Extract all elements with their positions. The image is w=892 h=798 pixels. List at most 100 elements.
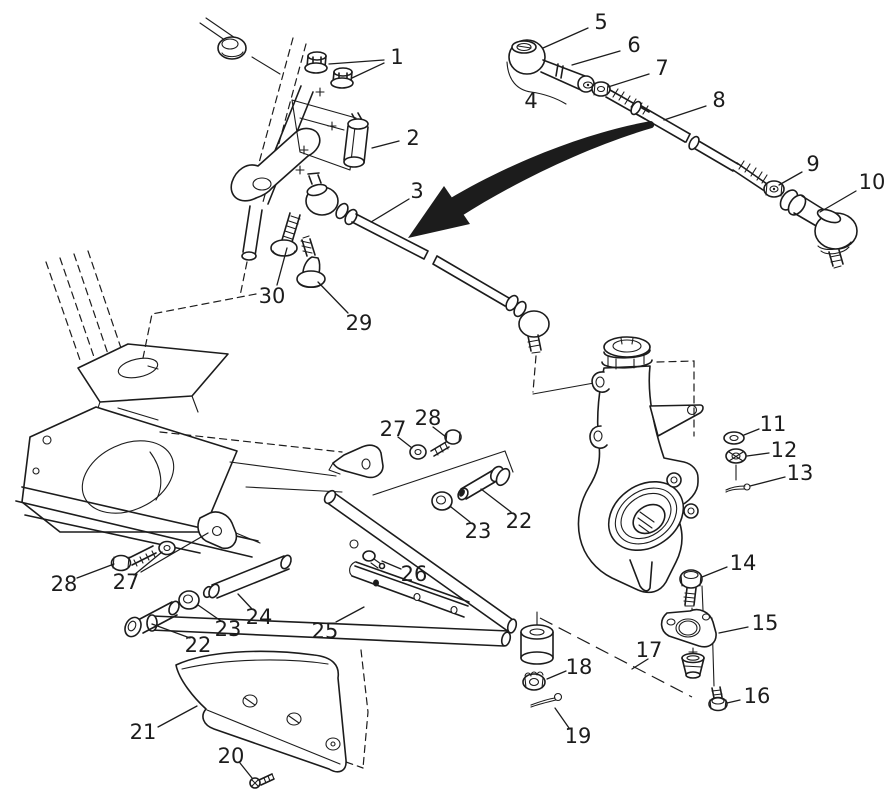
part-label-28-31: 28 (51, 572, 78, 596)
bolt-part28-upper (430, 429, 462, 457)
leader-line-part-13 (749, 476, 786, 487)
part-label-23-26: 23 (215, 617, 242, 641)
castle-nut-part18 (522, 671, 546, 691)
a-arm-front-tube (150, 615, 510, 647)
ball-stud-part29 (296, 235, 326, 289)
leader-line-part-20 (239, 762, 253, 779)
leader-line-part-8 (663, 105, 707, 121)
leader-line-part-21 (157, 705, 198, 728)
part-label-30-33: 30 (259, 284, 286, 308)
part-label-24-25: 24 (246, 605, 273, 629)
leader-line-part-7 (607, 73, 650, 88)
part-label-29-32: 29 (346, 311, 373, 335)
part-label-21-20: 21 (130, 720, 157, 744)
lock-nuts (304, 51, 354, 89)
leader-line-part-16 (726, 699, 741, 704)
bolt-part14 (679, 569, 703, 607)
part-label-3-2: 3 (410, 179, 423, 203)
leader-line-part-22 (480, 488, 512, 513)
washer-part27-lower (158, 540, 176, 556)
nut-part12 (725, 448, 747, 464)
leader-line-part-23 (450, 506, 471, 523)
part-label-9-8: 9 (806, 152, 819, 176)
cotter-pin-part19 (530, 692, 563, 708)
part-label-10-9: 10 (859, 170, 886, 194)
leader-line-part-12 (746, 452, 770, 457)
rear-pivot-parts (328, 429, 514, 511)
front-pivot-parts (110, 540, 292, 638)
part-label-12-11: 12 (771, 438, 798, 462)
part-label-8-7: 8 (712, 88, 725, 112)
part-label-27-23: 27 (380, 417, 407, 441)
part-label-28-24: 28 (415, 406, 442, 430)
leader-line-part-11 (743, 428, 760, 436)
ball-joint-hardware (539, 569, 728, 712)
washer-part27-upper (409, 444, 427, 460)
leader-line-part-22 (151, 623, 191, 639)
steering-arm (230, 127, 321, 202)
leader-line-part-27 (133, 551, 163, 576)
leader-line-part-6 (571, 50, 621, 66)
leader-line-part-28 (432, 426, 447, 438)
frame (15, 250, 343, 558)
part-label-5-4: 5 (594, 10, 607, 34)
part-label-17-16: 17 (636, 638, 663, 662)
label4-brace (506, 61, 567, 105)
leader-line-part-27 (397, 436, 413, 449)
part-label-15-14: 15 (752, 611, 779, 635)
leader-line-part-25 (335, 606, 365, 623)
plate-part15 (660, 608, 717, 648)
screw-part20 (249, 773, 275, 789)
leader-line-part-14 (701, 566, 728, 578)
bolt-part28-lower (110, 545, 157, 572)
ball-joint-housing (520, 611, 554, 665)
pivot-bracket (332, 444, 384, 479)
part-label-16-15: 16 (744, 684, 771, 708)
leader-line-part-28 (76, 563, 115, 579)
leader-line-part-9 (778, 171, 803, 186)
bushing-part23-lower (178, 590, 200, 610)
a-arm-rear-tube (325, 491, 517, 633)
leader-line-part-17 (631, 658, 649, 670)
grease-fitting-part26 (349, 539, 386, 570)
part-label-25-28: 25 (312, 619, 339, 643)
leader-line-part-2 (371, 140, 400, 149)
leader-line-part-29 (317, 281, 349, 314)
leader-line-part-30 (276, 247, 288, 286)
steering-knuckle (577, 336, 751, 594)
a-arm-guard (175, 649, 369, 789)
part-label-6-5: 6 (627, 33, 640, 57)
leader-line-part-1 (328, 59, 385, 65)
spacer-part2 (343, 112, 369, 168)
bolt-part30 (270, 212, 301, 257)
cotter-pin-part13 (725, 483, 751, 493)
part-label-19-18: 19 (565, 724, 592, 748)
part-label-22-27: 22 (185, 633, 212, 657)
part-label-22-21: 22 (506, 509, 533, 533)
part-label-2-1: 2 (406, 126, 419, 150)
leader-line-part-26 (381, 560, 402, 570)
sleeve-part22-upper (457, 465, 511, 501)
part-label-14-13: 14 (730, 551, 757, 575)
tie-rod-end-part10 (779, 189, 858, 269)
part-label-27-30: 27 (113, 570, 140, 594)
bolt-part16 (708, 686, 728, 712)
part-label-7-6: 7 (655, 56, 668, 80)
part-label-23-22: 23 (465, 519, 492, 543)
frame-top-plate (77, 343, 229, 403)
tie-rod-end-assembly (506, 39, 858, 269)
part-label-1-0: 1 (390, 45, 403, 69)
steering-post-assembly (199, 17, 369, 297)
leader-line-part-15 (718, 626, 749, 634)
part-label-11-10: 11 (760, 412, 787, 436)
leader-line-part-1 (351, 62, 385, 79)
tie-rod-part3 (305, 172, 595, 395)
brace-bar-part25 (349, 561, 470, 618)
direction-arrow (408, 121, 655, 238)
tie-rod-part8 (630, 100, 768, 191)
leader-line-part-23 (197, 604, 222, 622)
part-label-4-3: 4 (524, 89, 537, 113)
leader-line-part-10 (819, 190, 857, 213)
leader-line-part-5 (542, 27, 589, 49)
